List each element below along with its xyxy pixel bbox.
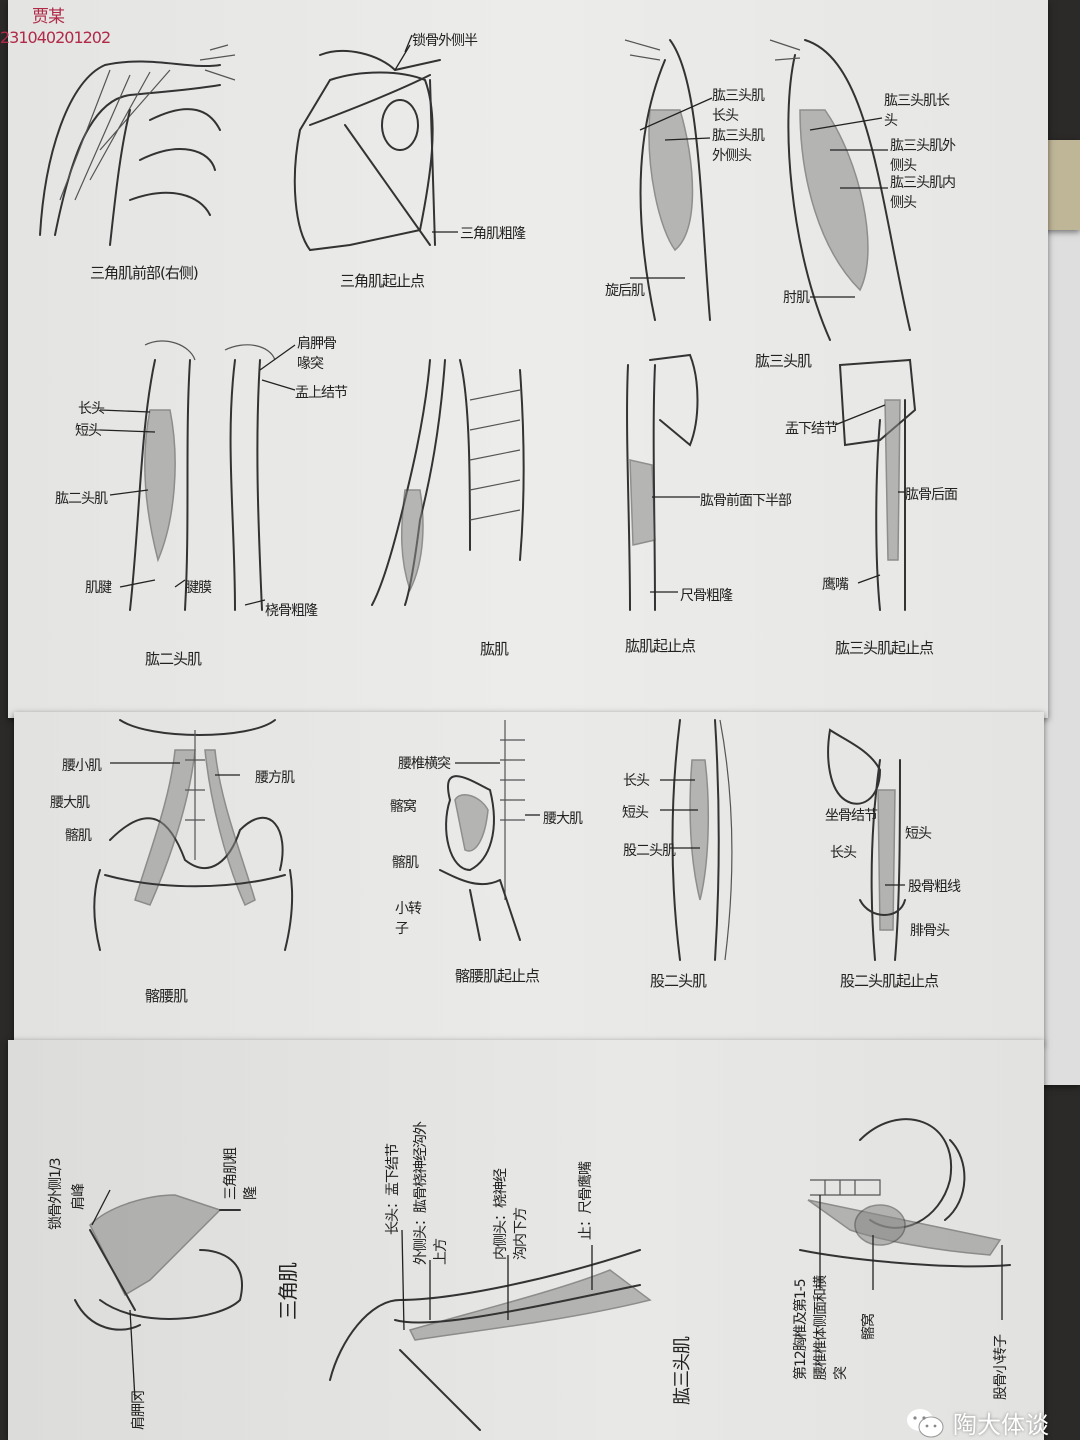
- author-name: 贾某: [32, 7, 65, 27]
- label: 小转子: [395, 901, 422, 937]
- caption-brachialis: 肱肌: [480, 640, 509, 658]
- label: 尺骨粗隆: [680, 588, 733, 604]
- label: 股骨小转子: [993, 1335, 1009, 1400]
- caption-biceps-femoris: 股二头肌: [650, 972, 707, 990]
- biceps-femoris-drawing: [671, 719, 733, 961]
- watermark: 陶大体谈: [905, 1405, 1049, 1440]
- hip-sketches: [93, 719, 906, 961]
- iliopsoas-drawing: [93, 719, 294, 951]
- label: 鹰嘴: [822, 577, 849, 593]
- label: 长头：盂下结节: [385, 1144, 401, 1235]
- arm-sketches: [39, 39, 917, 611]
- deltoid-anterior-drawing: [39, 44, 236, 246]
- label: 髂窝: [390, 799, 417, 815]
- biceps-femoris-origin-insertion-drawing: [827, 728, 906, 961]
- label: 腰大肌: [543, 811, 583, 827]
- label: 旋后肌: [605, 283, 645, 299]
- scapula-drawing: [293, 44, 458, 252]
- triceps-drawing: [329, 1229, 652, 1431]
- label: 第12胸椎及第1-5腰椎椎体侧面和横突: [793, 1276, 849, 1380]
- label: 肩峰: [71, 1184, 87, 1210]
- label: 肱骨后面: [905, 487, 958, 503]
- biceps-drawing: [99, 340, 296, 611]
- label: 长头: [623, 773, 650, 789]
- label: 三角肌粗隆: [223, 1148, 259, 1200]
- label: 腰方肌: [255, 770, 295, 786]
- label: 肱三头肌长头: [712, 88, 765, 124]
- brachialis-drawing: [371, 359, 525, 606]
- label: 髂肌: [392, 855, 419, 871]
- label: 肱三头肌内侧头: [890, 175, 956, 211]
- caption-triceps-origin-insertion: 肱三头肌起止点: [835, 639, 934, 657]
- label: 肩胛骨喙突: [297, 336, 337, 372]
- label: 腰大肌: [50, 795, 90, 811]
- label: 肱三头肌长头: [884, 93, 950, 129]
- label: 腰椎横突: [398, 756, 451, 772]
- caption-triceps-bottom: 肱三头肌: [672, 1337, 693, 1405]
- caption-biceps-femoris-origin-insertion: 股二头肌起止点: [840, 972, 939, 990]
- label: 内侧头：桡神经沟内下方: [493, 1169, 529, 1260]
- label: 外侧头：肱骨桡神经沟外上方: [413, 1122, 449, 1265]
- label: 腓骨头: [910, 923, 950, 939]
- label: 股二头肌: [623, 843, 676, 859]
- watermark-text: 陶大体谈: [953, 1411, 1049, 1439]
- label: 髂肌: [65, 828, 92, 844]
- label: 肱三头肌外侧头: [712, 128, 765, 164]
- label: 肱骨前面下半部: [700, 493, 792, 509]
- label: 坐骨结节: [825, 808, 878, 824]
- label: 股骨粗线: [908, 879, 961, 895]
- label: 短头: [622, 805, 649, 821]
- caption-iliopsoas: 髂腰肌: [145, 987, 188, 1005]
- caption-biceps: 肱二头肌: [145, 650, 202, 668]
- deltoid-drawing: [74, 1189, 243, 1401]
- caption-deltoid-anterior: 三角肌前部(右侧): [90, 264, 199, 282]
- label: 止：尺骨鹰嘴: [578, 1162, 594, 1240]
- triceps-origin-insertion-drawing: [834, 358, 917, 611]
- label: 腰小肌: [62, 758, 102, 774]
- label: 三角肌粗隆: [460, 226, 526, 242]
- label: 桡骨粗隆: [265, 603, 318, 619]
- caption-deltoid: 三角肌: [276, 1263, 300, 1320]
- caption-iliopsoas-origin-insertion: 髂腰肌起止点: [455, 967, 540, 985]
- label: 锁骨外侧1/3: [48, 1158, 64, 1230]
- wechat-icon: [907, 1408, 944, 1437]
- label: 短头: [75, 423, 102, 439]
- iliopsoas-origin-insertion-drawing: [439, 720, 525, 941]
- label: 肩胛冈: [131, 1391, 147, 1430]
- label: 髂窝: [861, 1314, 877, 1340]
- label: 锁骨外侧半: [412, 33, 478, 49]
- student-id: 231040201202: [0, 28, 111, 47]
- caption-triceps: 肱三头肌: [755, 352, 812, 370]
- triceps-arm-drawing-1: [624, 39, 713, 321]
- iliopsoas-side-drawing: [799, 1118, 1011, 1320]
- label: 盂下结节: [785, 421, 838, 437]
- label: 肱二头肌: [55, 491, 108, 507]
- triceps-arm-drawing-2: [769, 39, 911, 341]
- label: 腱膜: [185, 580, 212, 596]
- label: 肘肌: [783, 290, 810, 306]
- label: 长头: [78, 401, 105, 417]
- label: 肌腱: [85, 580, 112, 596]
- label: 长头: [830, 845, 857, 861]
- label: 肱三头肌外侧头: [890, 138, 956, 174]
- brachialis-origin-insertion-drawing: [626, 353, 700, 611]
- label: 盂上结节: [295, 385, 348, 401]
- label: 短头: [905, 826, 932, 842]
- caption-deltoid-origin-insertion: 三角肌起止点: [340, 272, 425, 290]
- caption-brachialis-origin-insertion: 肱肌起止点: [625, 637, 696, 655]
